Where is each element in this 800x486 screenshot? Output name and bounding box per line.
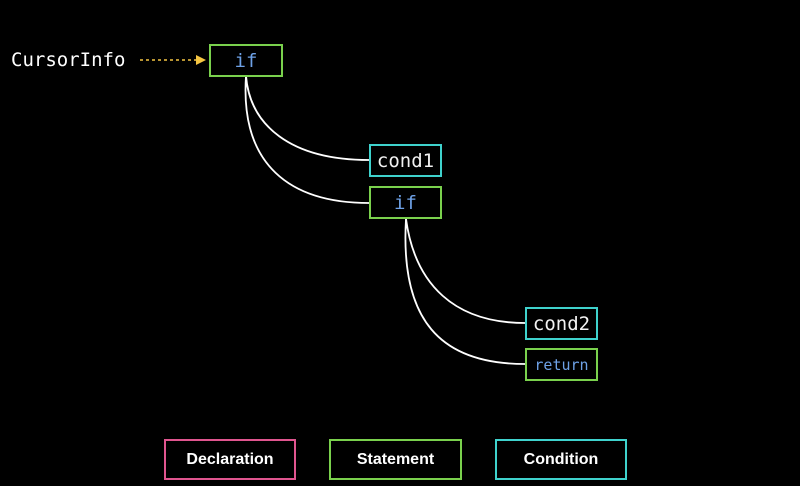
node-cond2-text: cond2 <box>532 312 591 335</box>
node-if-nested: if <box>369 186 442 219</box>
edge-nested-if-to-return <box>404 218 526 365</box>
node-cond1: cond1 <box>369 144 442 177</box>
legend-condition: Condition <box>495 439 627 480</box>
legend-statement: Statement <box>329 439 462 480</box>
cursor-pointer-arrowhead <box>196 55 206 65</box>
node-return: return <box>525 348 598 381</box>
node-if-nested-text: if <box>394 191 417 214</box>
node-if-root-text: if <box>234 49 258 72</box>
edge-if-to-nested-if <box>244 75 370 204</box>
edge-nested-if-to-cond2 <box>405 218 526 324</box>
node-cond2: cond2 <box>525 307 598 340</box>
edge-if-to-cond1 <box>245 75 370 161</box>
node-if-root: if <box>209 44 283 77</box>
cursor-info-label: CursorInfo <box>11 49 126 71</box>
node-cond1-text: cond1 <box>376 149 435 172</box>
node-return-text: return <box>534 355 589 374</box>
legend-declaration: Declaration <box>164 439 296 480</box>
